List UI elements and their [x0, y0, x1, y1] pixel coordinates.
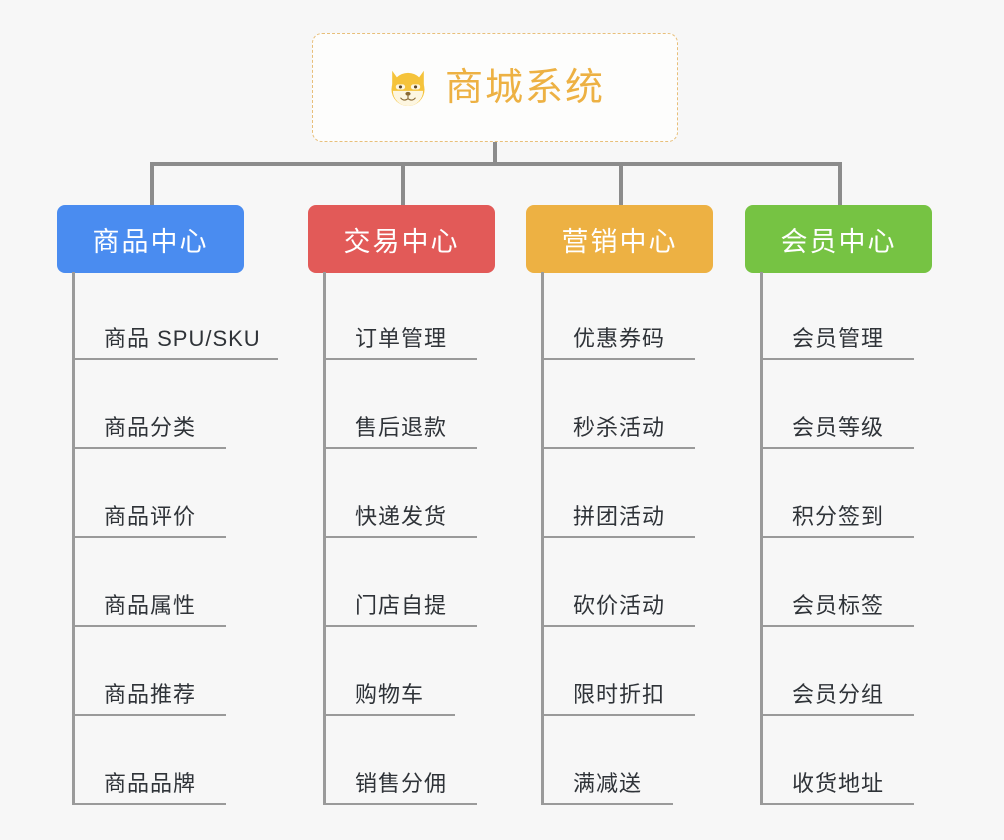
leaf-item[interactable]: 快递发货	[323, 450, 477, 538]
leaf-item-label: 商品品牌	[104, 771, 197, 796]
leaf-item-label: 商品分类	[104, 415, 197, 440]
leaf-item-label: 商品推荐	[104, 682, 197, 707]
leaf-item[interactable]: 收货地址	[760, 717, 914, 805]
leaf-item-label: 会员等级	[792, 415, 885, 440]
connector-horizontal-bus	[150, 162, 842, 166]
leaf-item[interactable]: 商品评价	[72, 450, 226, 538]
column-rail	[72, 272, 75, 805]
leaf-item[interactable]: 拼团活动	[541, 450, 695, 538]
branch-label: 会员中心	[780, 226, 897, 257]
leaf-item[interactable]: 会员等级	[760, 361, 914, 449]
connector-drop-member-center	[838, 162, 842, 207]
leaf-item-label: 收货地址	[792, 771, 885, 796]
connector-drop-trade-center	[401, 162, 405, 207]
column-rail	[323, 272, 326, 805]
leaf-item-label: 商品评价	[104, 504, 197, 529]
leaf-item[interactable]: 秒杀活动	[541, 361, 695, 449]
leaf-item-label: 商品属性	[104, 593, 197, 618]
leaf-item-label: 积分签到	[792, 504, 885, 529]
leaf-item[interactable]: 门店自提	[323, 539, 477, 627]
leaf-item-label: 满减送	[573, 771, 643, 796]
leaf-item[interactable]: 限时折扣	[541, 628, 695, 716]
leaf-item-label: 限时折扣	[573, 682, 666, 707]
branch-trade-center[interactable]: 交易中心	[308, 205, 495, 273]
branch-member-center[interactable]: 会员中心	[745, 205, 932, 273]
branch-label: 商品中心	[92, 226, 209, 257]
leaf-item-label: 购物车	[355, 682, 425, 707]
leaf-item[interactable]: 销售分佣	[323, 717, 477, 805]
leaf-item-label: 优惠券码	[573, 326, 666, 351]
column-rail	[541, 272, 544, 805]
leaf-item[interactable]: 会员标签	[760, 539, 914, 627]
leaf-item[interactable]: 会员管理	[760, 272, 914, 360]
leaf-item[interactable]: 商品品牌	[72, 717, 226, 805]
leaf-item-label: 商品 SPU/SKU	[104, 326, 261, 351]
connector-root-stem	[493, 142, 497, 164]
connector-drop-marketing-center	[619, 162, 623, 207]
leaf-item-label: 快递发货	[355, 504, 448, 529]
leaf-item-label: 砍价活动	[573, 593, 666, 618]
leaf-item[interactable]: 商品 SPU/SKU	[72, 272, 278, 360]
leaf-item[interactable]: 优惠券码	[541, 272, 695, 360]
branch-label: 交易中心	[343, 226, 460, 257]
leaf-item[interactable]: 满减送	[541, 717, 673, 805]
leaf-item[interactable]: 商品推荐	[72, 628, 226, 716]
leaf-item-label: 拼团活动	[573, 504, 666, 529]
leaf-item-label: 售后退款	[355, 415, 448, 440]
dog-face-icon	[391, 70, 425, 107]
connector-drop-product-center	[150, 162, 154, 207]
branch-marketing-center[interactable]: 营销中心	[526, 205, 713, 273]
leaf-item[interactable]: 积分签到	[760, 450, 914, 538]
leaf-item[interactable]: 砍价活动	[541, 539, 695, 627]
leaf-item-label: 会员分组	[792, 682, 885, 707]
root-node-mall-system[interactable]: 商城系统	[312, 33, 678, 142]
leaf-item[interactable]: 会员分组	[760, 628, 914, 716]
leaf-item-label: 销售分佣	[355, 771, 448, 796]
leaf-item-label: 门店自提	[355, 593, 448, 618]
branch-label: 营销中心	[561, 226, 678, 257]
leaf-item-label: 会员管理	[792, 326, 885, 351]
leaf-item-label: 会员标签	[792, 593, 885, 618]
branch-product-center[interactable]: 商品中心	[57, 205, 244, 273]
page-title: 商城系统	[444, 66, 605, 109]
leaf-item[interactable]: 商品属性	[72, 539, 226, 627]
leaf-item-label: 秒杀活动	[573, 415, 666, 440]
leaf-item[interactable]: 售后退款	[323, 361, 477, 449]
column-rail	[760, 272, 763, 805]
leaf-item[interactable]: 商品分类	[72, 361, 226, 449]
leaf-item[interactable]: 订单管理	[323, 272, 477, 360]
leaf-item[interactable]: 购物车	[323, 628, 455, 716]
leaf-item-label: 订单管理	[355, 326, 448, 351]
